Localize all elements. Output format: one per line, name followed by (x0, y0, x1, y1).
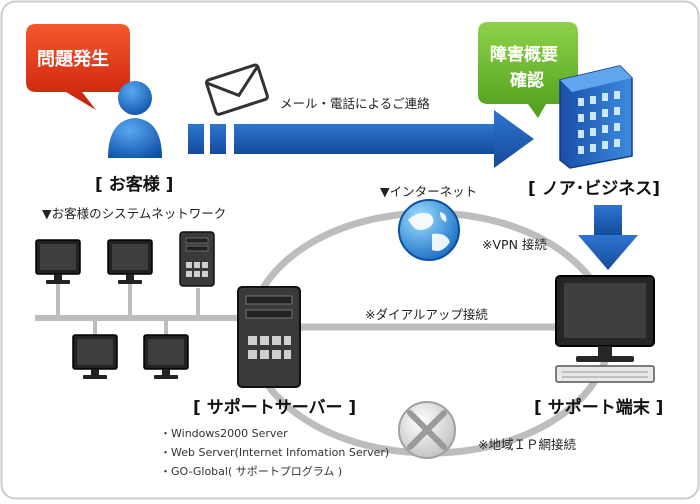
contact-arrow (188, 110, 534, 168)
regional-ip-label: ※地域ＩＰ網接続 (478, 437, 576, 452)
noa-business-label: [ ノア･ビジネス] (528, 179, 660, 199)
desktop-computer-icon (555, 275, 655, 383)
monitor-icon-3 (72, 334, 118, 379)
server-spec-item: ・GO-Global( サポートプログラム ) (160, 465, 343, 478)
server-spec-item: ・Web Server(Internet Infomation Server) (160, 446, 390, 459)
confirm-bubble-text-1: 障害概要 (490, 45, 558, 65)
dialup-label: ※ダイアルアップ接続 (365, 307, 488, 322)
server-spec-list: ・Windows2000 Server ・Web Server(Internet… (160, 424, 389, 481)
router-icon (398, 401, 456, 459)
globe-icon (398, 199, 460, 261)
down-arrow (578, 205, 638, 270)
confirm-bubble-text-2: 確認 (510, 71, 544, 91)
confirm-bubble (478, 22, 578, 118)
problem-bubble-text: 問題発生 (37, 49, 109, 70)
person-icon (108, 81, 162, 158)
monitor-icon-1 (35, 239, 81, 284)
server-spec-item: ・Windows2000 Server (160, 427, 288, 440)
building-icon (559, 65, 633, 169)
support-terminal-label: [ サポート端末 ] (534, 398, 664, 418)
support-server-label: [ サポートサーバー ] (193, 398, 357, 418)
customer-label: [ お客様 ] (95, 175, 174, 195)
monitor-icon-4 (143, 334, 189, 379)
contact-label: メール・電話によるご連絡 (280, 96, 430, 111)
problem-bubble (26, 24, 130, 110)
monitor-icon-2 (107, 239, 153, 284)
vpn-label: ※VPN 接続 (482, 237, 547, 252)
internet-label: ▼インターネット (380, 184, 478, 199)
customer-network-label: ▼お客様のシステムネットワーク (42, 206, 227, 221)
server-tower-icon (237, 286, 301, 388)
envelope-icon (204, 63, 269, 116)
server-small-icon (179, 231, 215, 287)
